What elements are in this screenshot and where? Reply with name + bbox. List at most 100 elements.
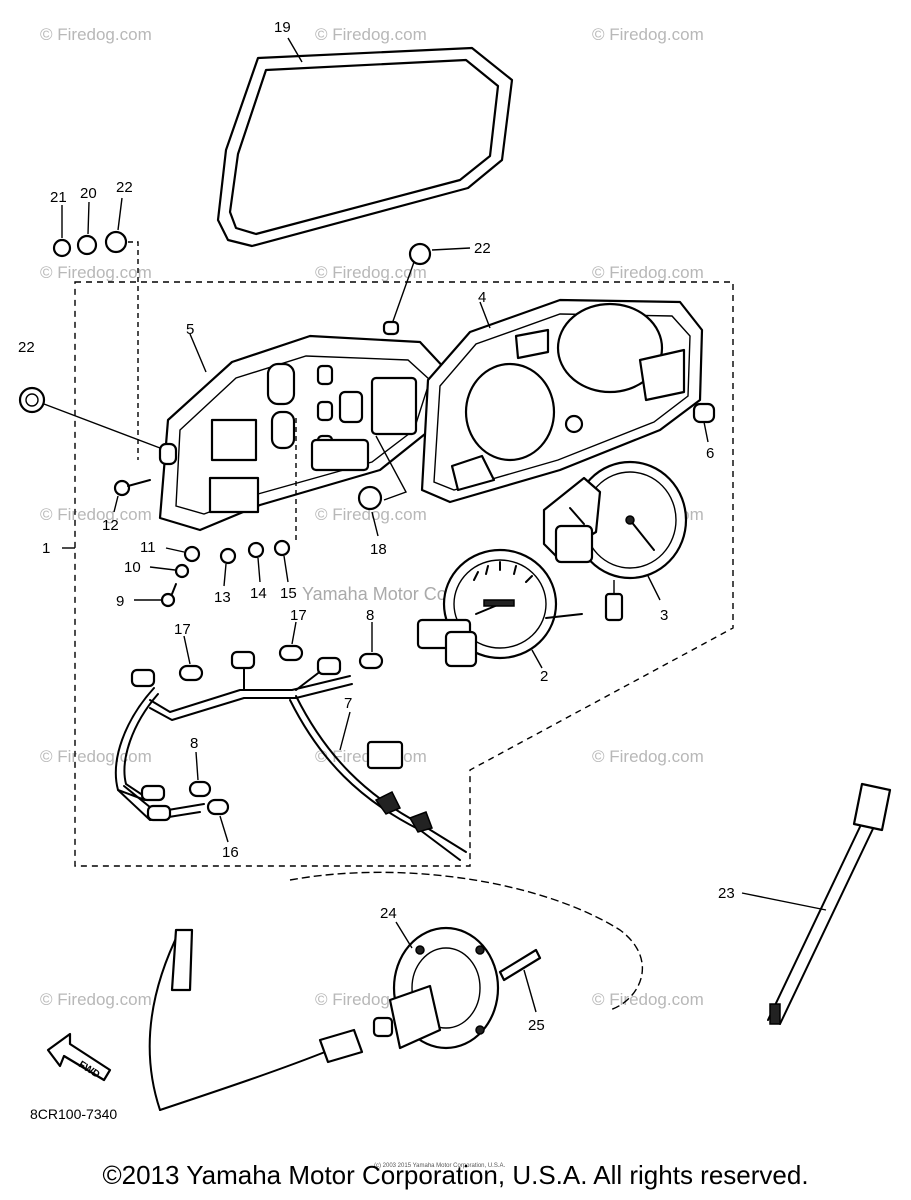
leader-2 — [531, 649, 543, 669]
watermark-text: © Firedog.com — [40, 25, 152, 44]
leader-5 — [189, 333, 207, 373]
callout-17: 17 — [290, 607, 307, 624]
leader-7 — [339, 711, 351, 751]
callout-23: 23 — [718, 885, 735, 902]
bulb-socket — [230, 650, 256, 670]
grommet-18 — [357, 485, 383, 511]
bulb-socket — [316, 400, 334, 422]
callout-22: 22 — [18, 339, 35, 356]
bulb-socket — [338, 390, 364, 424]
leader-3 — [647, 575, 661, 601]
callout-11: 11 — [140, 539, 156, 556]
leader-22 — [431, 247, 471, 251]
harness-tape — [374, 790, 402, 815]
bulb-socket — [146, 804, 172, 822]
nut-22 — [18, 386, 46, 414]
leader-17 — [183, 635, 191, 665]
small-notice: (c) 2003 2015 Yamaha Motor Corporation, … — [374, 1163, 506, 1169]
callouts: 1 2 3 4 5 6 7 8 8 9 10 11 12 13 14 15 16… — [18, 19, 735, 1034]
watermark-text: © Firedog.com — [592, 747, 704, 766]
leader-20 — [87, 201, 90, 235]
watermark-text: © Firedog.com — [592, 25, 704, 44]
watermark-text: © Firedog.com — [40, 990, 152, 1009]
bolt-hole — [415, 945, 425, 955]
leader-12 — [113, 495, 119, 513]
bulb-socket — [270, 410, 296, 450]
indicator-window — [450, 454, 496, 492]
fuel-gauge — [542, 460, 688, 622]
assembly-boundary — [74, 281, 734, 867]
watermark-text: © Firedog.com — [315, 263, 427, 282]
bulb-8 — [188, 780, 212, 798]
bulb-socket — [266, 362, 296, 406]
bulb-socket — [130, 668, 156, 688]
collar-15 — [273, 539, 291, 557]
leader-11 — [165, 547, 185, 553]
callout-24: 24 — [380, 905, 397, 922]
harness-connector — [366, 740, 404, 770]
grommet-13 — [219, 547, 237, 565]
callout-13: 13 — [214, 589, 231, 606]
bulb-socket — [140, 784, 166, 802]
wire-harness — [114, 650, 467, 861]
watermark-text: © Firedog.com — [592, 263, 704, 282]
bulb-8 — [358, 652, 384, 670]
gear-nut — [372, 1016, 394, 1038]
callout-14: 14 — [250, 585, 267, 602]
leader-6 — [703, 421, 709, 443]
leader-22 — [128, 241, 139, 460]
gauge-needle — [629, 519, 655, 551]
cable-fitting — [852, 782, 892, 832]
gear-boss — [388, 984, 442, 1050]
case-bracket — [210, 418, 258, 462]
nut-22 — [104, 230, 128, 254]
nut-hole — [25, 393, 39, 407]
indicator-window — [638, 348, 686, 402]
callout-16: 16 — [222, 844, 239, 861]
grommet — [382, 320, 400, 336]
tachometer-window — [556, 302, 664, 394]
callout-7: 7 — [344, 695, 352, 712]
speedometer-cable — [148, 782, 892, 1111]
bulb-17 — [178, 664, 204, 682]
callout-3: 3 — [660, 607, 668, 624]
bolt-hole — [475, 1025, 485, 1035]
leader-23 — [741, 892, 827, 911]
leader-22 — [391, 261, 415, 325]
speedometer — [416, 548, 583, 669]
callout-20: 20 — [80, 185, 97, 202]
nut-22 — [408, 242, 432, 266]
pin-25 — [498, 948, 542, 982]
speedometer-window — [464, 362, 556, 462]
callout-22: 22 — [474, 240, 491, 257]
callout-25: 25 — [528, 1017, 545, 1034]
watermark-text: © Firedog.com — [592, 990, 704, 1009]
panel-screw — [564, 414, 584, 434]
speedometer-drive — [444, 630, 478, 668]
callout-15: 15 — [280, 585, 297, 602]
nut-21 — [52, 238, 72, 258]
leader-24 — [395, 921, 413, 949]
diagram-code: 8CR100-7340 — [30, 1106, 117, 1122]
gauge-connector — [604, 592, 624, 622]
callout-21: 21 — [50, 189, 67, 206]
copyright-notice: ©2013 Yamaha Motor Corporation, U.S.A. A… — [102, 1160, 809, 1190]
washer-10 — [174, 563, 190, 579]
callout-2: 2 — [540, 668, 548, 685]
callout-4: 4 — [478, 289, 486, 306]
bulb-socket — [316, 364, 334, 386]
mount-grommet — [158, 442, 178, 466]
leader-19 — [287, 37, 303, 63]
callout-22: 22 — [116, 179, 133, 196]
grommet-6 — [692, 402, 716, 424]
callout-1: 1 — [42, 540, 50, 557]
case-bracket — [370, 376, 418, 436]
screw-shaft — [171, 583, 177, 595]
bulb-socket — [316, 656, 342, 676]
bolt-hole — [475, 945, 485, 955]
indicator-window — [514, 328, 550, 360]
callout-10: 10 — [124, 559, 141, 576]
washer-20 — [76, 234, 98, 256]
screw-shaft — [127, 479, 151, 487]
leader-16 — [219, 815, 229, 843]
